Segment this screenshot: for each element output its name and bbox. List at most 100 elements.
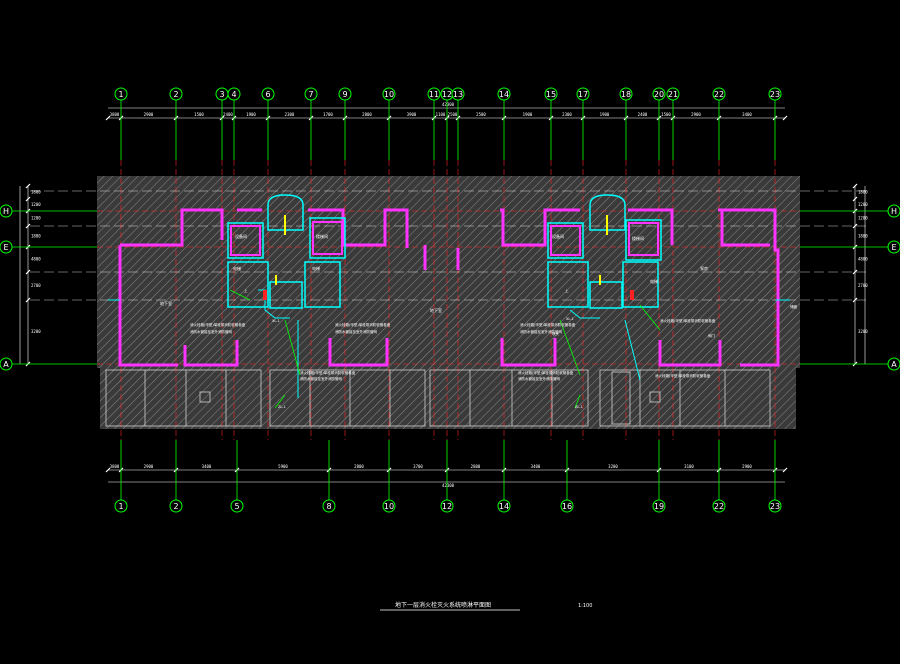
- dimension-value: 1500: [194, 112, 204, 117]
- axis-label-side: E: [3, 243, 8, 252]
- axis-bubble-side: [887, 357, 900, 371]
- side-dimension-value: 1200: [31, 202, 41, 207]
- axis-bubble-bottom: [114, 499, 128, 513]
- axis-label-bottom: 23: [770, 502, 780, 511]
- dimension-value: 3400: [742, 112, 752, 117]
- side-dimension-value: 4800: [31, 257, 41, 262]
- axis-label-bottom: 14: [499, 502, 509, 511]
- axis-label-top: 23: [770, 90, 780, 99]
- axis-label-top: 21: [668, 90, 678, 99]
- axis-label-bottom: 10: [384, 502, 394, 511]
- dimension-value: 5900: [278, 464, 288, 469]
- axis-label-side: E: [891, 243, 896, 252]
- elevator-marks: [275, 215, 608, 285]
- side-dimension-value: 1800: [31, 234, 41, 239]
- axis-label-top: 18: [621, 90, 631, 99]
- axis-label-top: 12: [442, 90, 452, 99]
- riser-left: XL-1: [272, 319, 280, 323]
- axis-label-bottom: 5: [234, 502, 239, 511]
- pipe-note-2: 消防水管接至室外消防管网: [335, 329, 377, 334]
- riser-zl-left: ZL-1: [278, 405, 286, 409]
- pipe-note-5: 消防水管接至室外消防管网: [300, 376, 342, 381]
- total-dim-bottom: 42300: [442, 483, 455, 488]
- room-walls: [118, 208, 780, 367]
- axis-label-top: 14: [499, 90, 509, 99]
- axis-label-top: 15: [546, 90, 556, 99]
- up-left: 上: [244, 288, 248, 293]
- axis-label-top: 1: [118, 90, 123, 99]
- riser-right: XL-1: [566, 317, 574, 321]
- room-labels: 地下室 地下室 泵房 设备间 楼梯间 设备间 楼梯间 电梯 电梯 电梯 消火栓箱…: [160, 233, 798, 409]
- axis-label-side: A: [891, 360, 897, 369]
- axis-bubble-top: [304, 87, 318, 101]
- hydrant-note-1: 消火栓箱(甲型)单栓带消防软管卷盘: [190, 322, 246, 327]
- axis-bubble-top: [427, 87, 441, 101]
- pipe-note-6: 消防水管接至室外消防管网: [518, 376, 560, 381]
- dimension-value: 2800: [362, 112, 372, 117]
- side-dimension-value: 3200: [31, 329, 41, 334]
- axis-bubble-bottom: [440, 499, 454, 513]
- axis-bubble-side: [887, 240, 900, 254]
- axis-label-top: 10: [384, 90, 394, 99]
- room-label-right: 泵房: [700, 265, 708, 271]
- dimension-value: 2500: [448, 112, 458, 117]
- axis-label-bottom: 16: [562, 502, 572, 511]
- axis-label-top: 17: [578, 90, 588, 99]
- axis-label-side: A: [3, 360, 9, 369]
- side-dimension-value: 1200: [858, 202, 868, 207]
- dimension-value: 1900: [600, 112, 610, 117]
- axis-bubble-top: [382, 87, 396, 101]
- dimension-value: 1900: [523, 112, 533, 117]
- axis-bubble-bottom: [169, 499, 183, 513]
- side-dimension-value: 2700: [31, 283, 41, 288]
- up-right: 上: [565, 288, 569, 293]
- axis-bubble-top: [169, 87, 183, 101]
- axis-bubble-side: [0, 357, 13, 371]
- axis-label-bottom: 19: [654, 502, 664, 511]
- axis-label-top: 11: [429, 90, 439, 99]
- dimension-value: 2900: [742, 464, 752, 469]
- axis-bubble-side: [0, 240, 13, 254]
- core-left: [227, 194, 346, 309]
- side-dimension-value: 1800: [858, 234, 868, 239]
- axis-bubble-top: [338, 87, 352, 101]
- side-dimension-value: 1800: [31, 190, 41, 195]
- axis-bubble-top: [451, 87, 465, 101]
- dimension-value: 2900: [144, 464, 154, 469]
- dimension-value: 1900: [246, 112, 256, 117]
- axis-bubble-bottom: [652, 499, 666, 513]
- equip-left: 设备间: [235, 233, 247, 239]
- dimension-value: 3100: [684, 464, 694, 469]
- axis-label-top: 22: [714, 90, 724, 99]
- side-dimension-value: 2700: [858, 283, 868, 288]
- drawing-title: 地下一层消火栓灭火系统喷淋平面图: [395, 601, 491, 609]
- axis-label-bottom: 12: [442, 502, 452, 511]
- axis-bubble-top: [768, 87, 782, 101]
- side-dimension-value: 1200: [31, 216, 41, 221]
- axis-bubble-top: [261, 87, 275, 101]
- axis-bubble-top: [712, 87, 726, 101]
- hydrant-note-2: 消火栓箱(甲型)单栓带消防软管卷盘: [335, 322, 391, 327]
- axis-bubble-bottom: [382, 499, 396, 513]
- dimension-value: 3900: [407, 112, 417, 117]
- dimension-value: 2800: [354, 464, 364, 469]
- spray-label: 喷头: [552, 331, 560, 336]
- axis-label-bottom: 2: [173, 502, 178, 511]
- fire-hydrant-marks: [263, 290, 634, 300]
- side-dimension-value: 3200: [858, 329, 868, 334]
- room-label-center: 地下室: [430, 307, 442, 313]
- dimension-value: 3800: [110, 464, 120, 469]
- axis-bubble-top: [619, 87, 633, 101]
- axis-bubble-side: [887, 204, 900, 218]
- axis-bubble-bottom: [560, 499, 574, 513]
- green-leaders: [229, 289, 661, 409]
- core-right: [547, 194, 662, 309]
- room-label-left: 地下室: [160, 300, 172, 306]
- total-dim-top: 42300: [442, 102, 455, 107]
- axis-bubble-bottom: [230, 499, 244, 513]
- parking-dividers: [105, 369, 771, 427]
- axis-bubble-bottom: [768, 499, 782, 513]
